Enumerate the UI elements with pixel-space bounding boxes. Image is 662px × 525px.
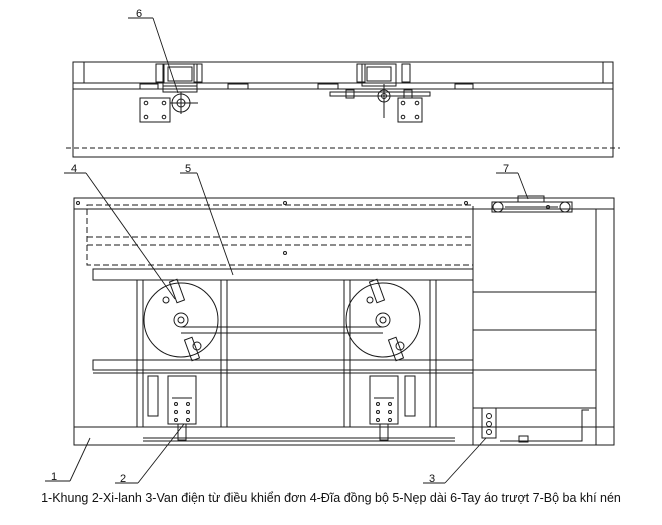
frame (73, 197, 615, 446)
callout-6: 6 (136, 8, 142, 20)
callout-labels: 6 4 5 7 1 2 3 (51, 8, 509, 485)
leader-lines (45, 17, 529, 484)
sync-disc-right (345, 278, 421, 362)
figure-caption: 1-Khung 2-Xi-lanh 3-Van điện từ điều khi… (41, 491, 621, 505)
front-view (73, 195, 615, 446)
top-view-outer-frame (72, 61, 614, 158)
sliding-sleeve-right (329, 63, 431, 123)
top-view (66, 61, 620, 158)
callout-3: 3 (429, 473, 435, 485)
solenoid-valve (481, 407, 529, 443)
callout-2: 2 (120, 473, 126, 485)
callout-7: 7 (503, 163, 509, 175)
callout-1: 1 (51, 471, 57, 483)
air-triplet (491, 195, 573, 213)
callout-4: 4 (71, 163, 77, 175)
long-brace-upper (92, 268, 474, 281)
dashed-plate (86, 204, 474, 266)
long-brace-lower (92, 359, 474, 371)
sync-disc-left (143, 278, 219, 362)
cylinder-right (369, 375, 416, 441)
callout-5: 5 (185, 163, 191, 175)
sliding-sleeve-left (139, 63, 198, 123)
cylinder-left (147, 375, 197, 441)
